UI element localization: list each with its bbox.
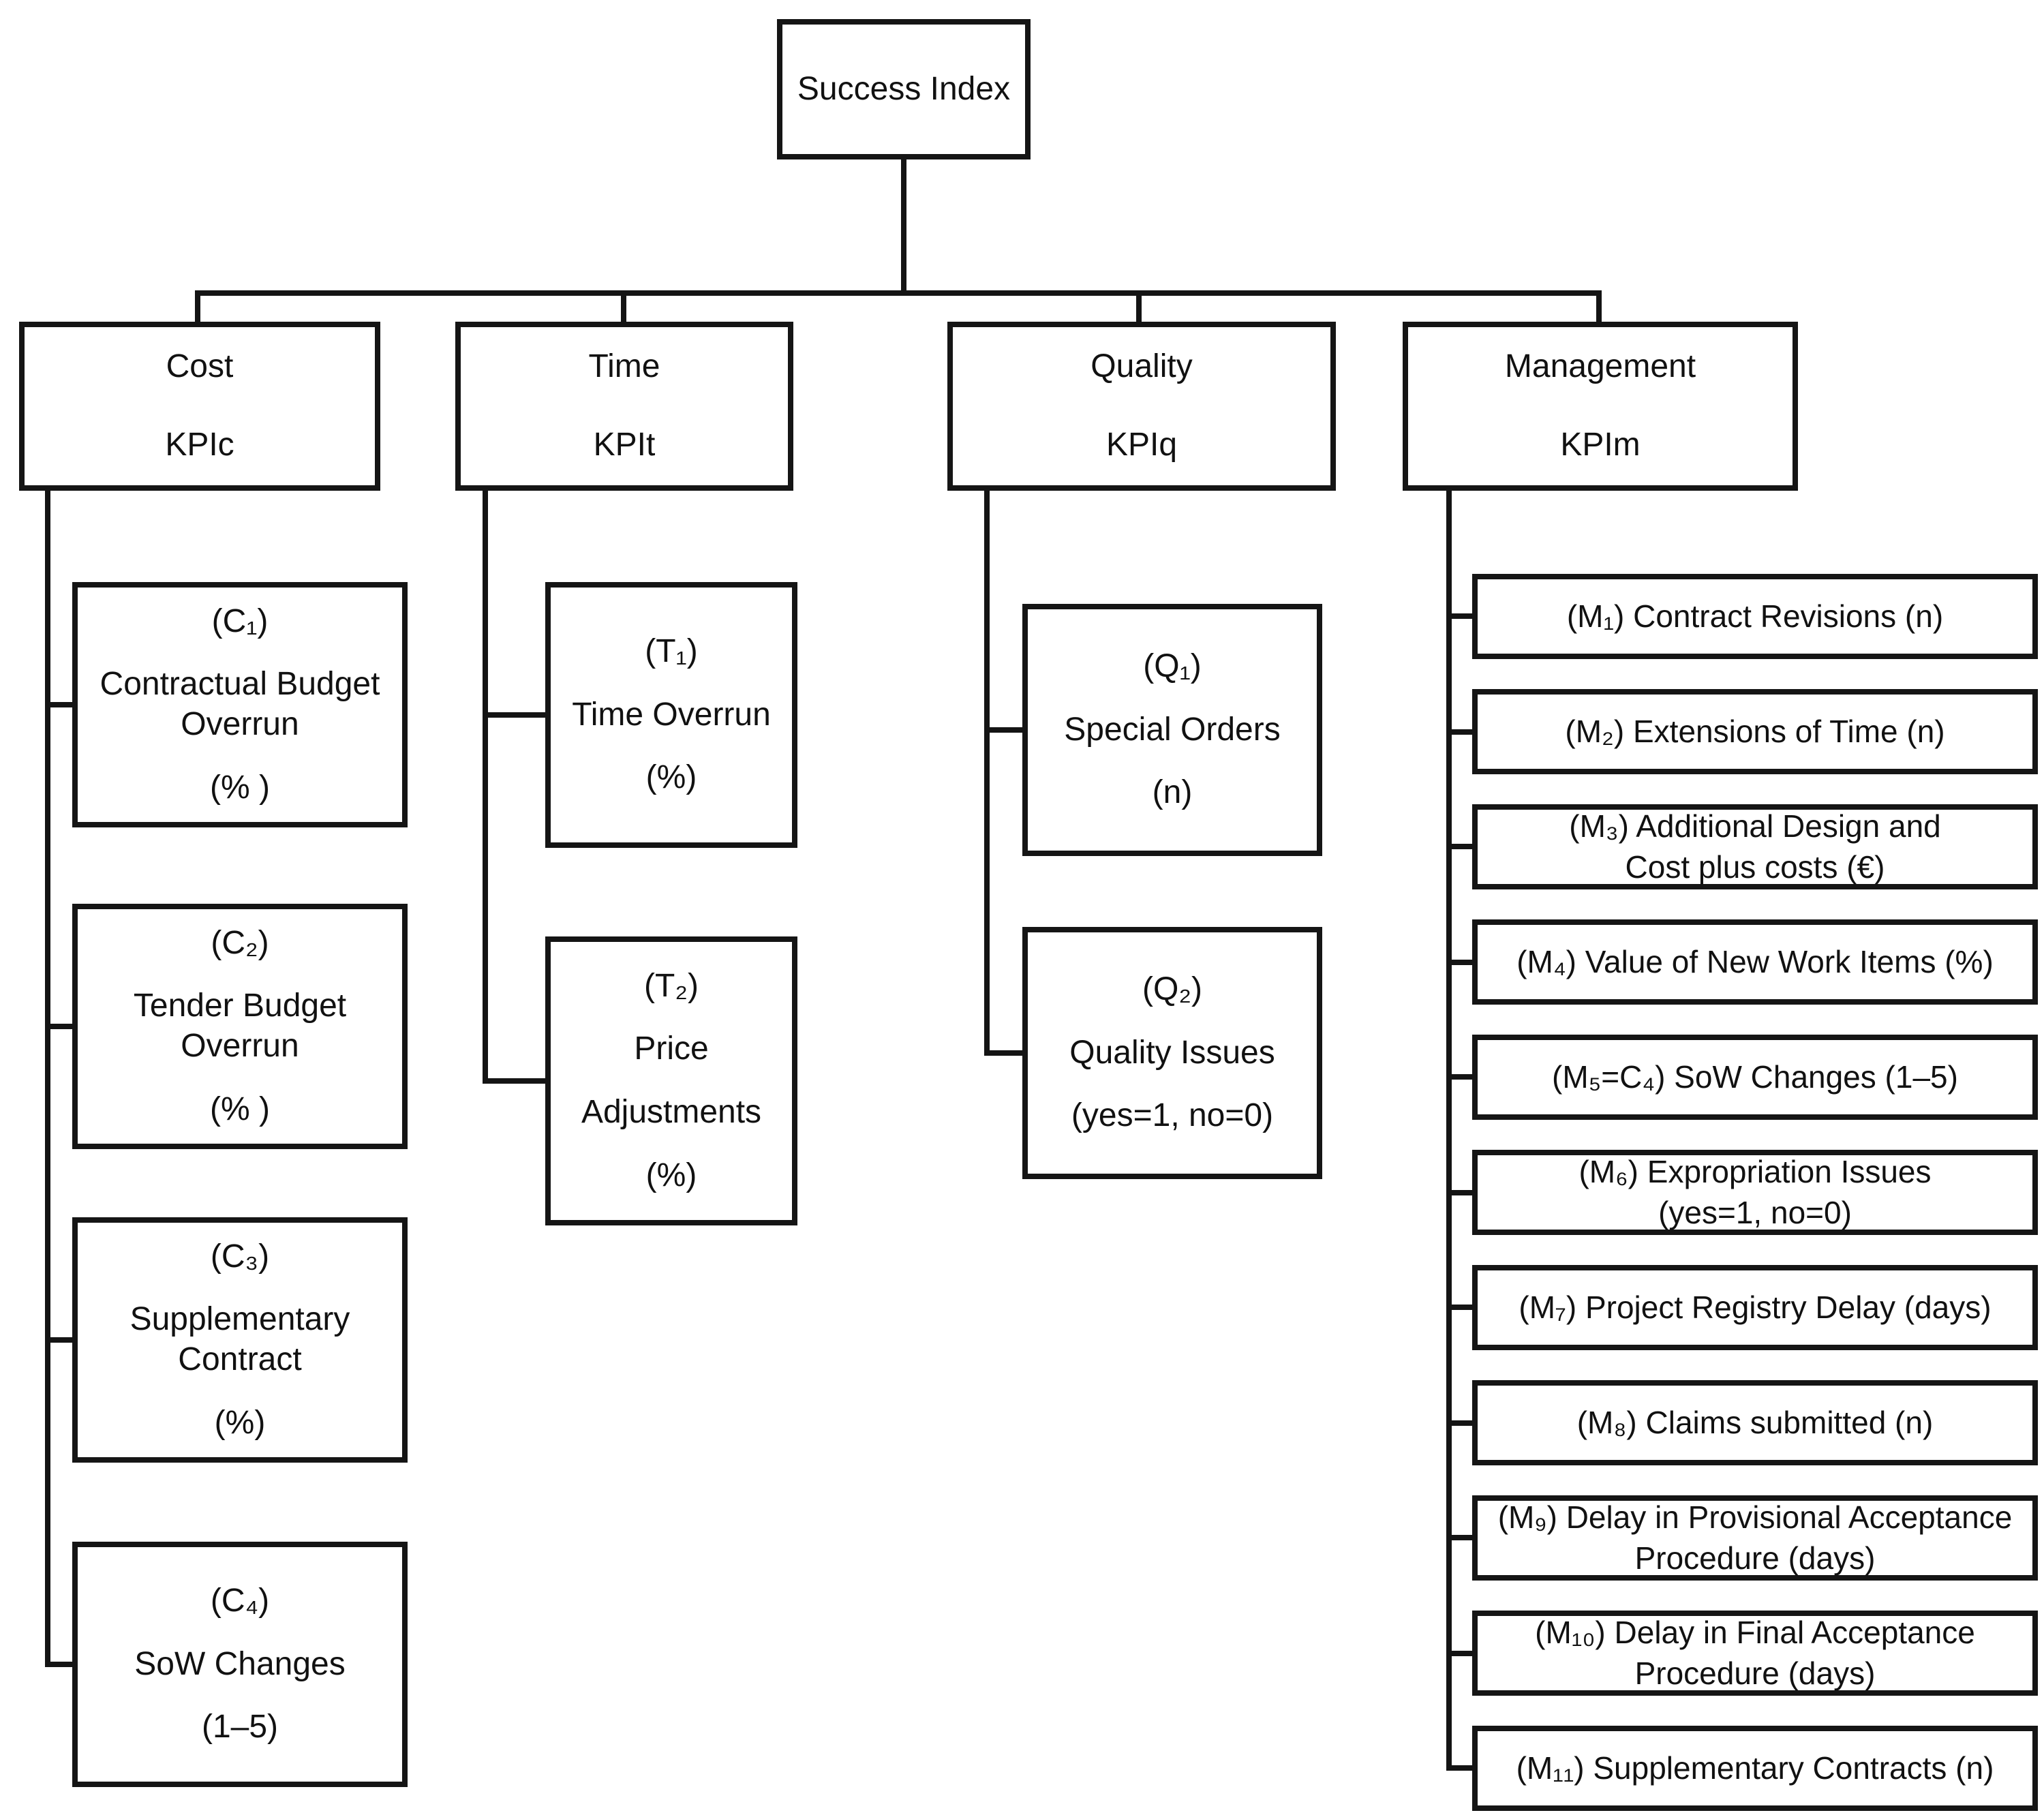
node-m8: (M₈) Claims submitted (n) [1472, 1380, 2038, 1465]
node-line: KPIc [165, 427, 234, 463]
node-line: (T₁) [645, 633, 698, 670]
cost-connector [45, 485, 79, 1667]
node-line: KPIt [593, 427, 656, 463]
node-m11: (M₁₁) Supplementary Contracts (n) [1472, 1726, 2038, 1811]
node-line: Time [588, 348, 660, 385]
node-line: (C₁) [211, 603, 269, 639]
node-success-index: Success Index [777, 19, 1031, 159]
time-connector [483, 485, 553, 1084]
node-line: Adjustments [581, 1094, 762, 1130]
node-line: (M₂) Extensions of Time (n) [1565, 713, 1945, 749]
node-line: (M₈) Claims submitted (n) [1576, 1404, 1934, 1440]
node-line: (M₉) Delay in Provisional Acceptance [1497, 1499, 2013, 1535]
node-line: Cost plus costs (€) [1625, 849, 1885, 885]
node-line: (C₄) [210, 1583, 270, 1619]
node-line: Quality Issues [1069, 1034, 1275, 1071]
node-line: (1–5) [201, 1709, 279, 1745]
node-line: (yes=1, no=0) [1071, 1097, 1274, 1134]
node-q2: (Q₂) Quality Issues (yes=1, no=0) [1022, 927, 1322, 1179]
node-line: (%) [214, 1404, 266, 1441]
node-line: (yes=1, no=0) [1658, 1194, 1852, 1230]
node-line: (T₂) [644, 967, 699, 1004]
management-connector [1446, 485, 1480, 1771]
node-q1: (Q₁) Special Orders (n) [1022, 604, 1322, 856]
node-m6: (M₆) Expropriation Issues (yes=1, no=0) [1472, 1150, 2038, 1235]
node-line: (M₆) Expropriation Issues [1578, 1154, 1932, 1189]
node-line: (Q₁) [1143, 648, 1202, 685]
node-line: Procedure (days) [1634, 1655, 1876, 1691]
node-line: SoW Changes [134, 1645, 346, 1682]
node-line: (M₁) Contract Revisions (n) [1566, 598, 1944, 634]
node-line: (M₇) Project Registry Delay (days) [1519, 1289, 1992, 1325]
node-line: Procedure (days) [1634, 1540, 1876, 1576]
node-line: (M₄) Value of New Work Items (%) [1516, 943, 1994, 979]
node-line: Cost [166, 348, 234, 385]
node-line: Tender Budget Overrun [133, 988, 347, 1064]
node-m1: (M₁) Contract Revisions (n) [1472, 574, 2038, 659]
node-line: KPIm [1560, 427, 1641, 463]
node-line: Quality [1090, 348, 1193, 385]
root-connector [195, 155, 1602, 330]
node-c3: (C₃) Supplementary Contract (%) [72, 1217, 408, 1463]
node-line: KPIq [1105, 427, 1178, 463]
node-c2: (C₂) Tender Budget Overrun (% ) [72, 904, 408, 1149]
node-line: (n) [1152, 774, 1193, 811]
node-line: Contractual Budget Overrun [100, 666, 380, 742]
node-line: Price [634, 1031, 709, 1067]
node-line: (C₂) [211, 924, 269, 961]
node-m5: (M₅=C₄) SoW Changes (1–5) [1472, 1035, 2038, 1120]
node-line: (%) [645, 1157, 697, 1193]
node-line: (C₃) [210, 1238, 270, 1275]
node-c1: (C₁) Contractual Budget Overrun (% ) [72, 582, 408, 827]
node-m7: (M₇) Project Registry Delay (days) [1472, 1265, 2038, 1350]
node-line: (M₃) Additional Design and [1569, 808, 1941, 844]
node-line: Management [1504, 348, 1696, 385]
node-line: (%) [645, 759, 697, 796]
node-c4: (C₄) SoW Changes (1–5) [72, 1542, 408, 1787]
node-line: (M₅=C₄) SoW Changes (1–5) [1552, 1058, 1958, 1095]
node-line: Time Overrun [572, 696, 771, 733]
node-line: Special Orders [1064, 711, 1281, 748]
node-m2: (M₂) Extensions of Time (n) [1472, 689, 2038, 774]
node-t1: (T₁) Time Overrun (%) [545, 582, 797, 848]
node-line: Success Index [797, 70, 1011, 107]
node-line: (% ) [210, 1090, 270, 1127]
node-line: (% ) [210, 769, 270, 806]
node-m4: (M₄) Value of New Work Items (%) [1472, 919, 2038, 1005]
node-line: Supplementary Contract [129, 1301, 350, 1377]
node-line: (Q₂) [1142, 971, 1202, 1008]
node-line: (M₁₁) Supplementary Contracts (n) [1516, 1750, 1994, 1786]
node-line: (M₁₀) Delay in Final Acceptance [1535, 1615, 1975, 1650]
